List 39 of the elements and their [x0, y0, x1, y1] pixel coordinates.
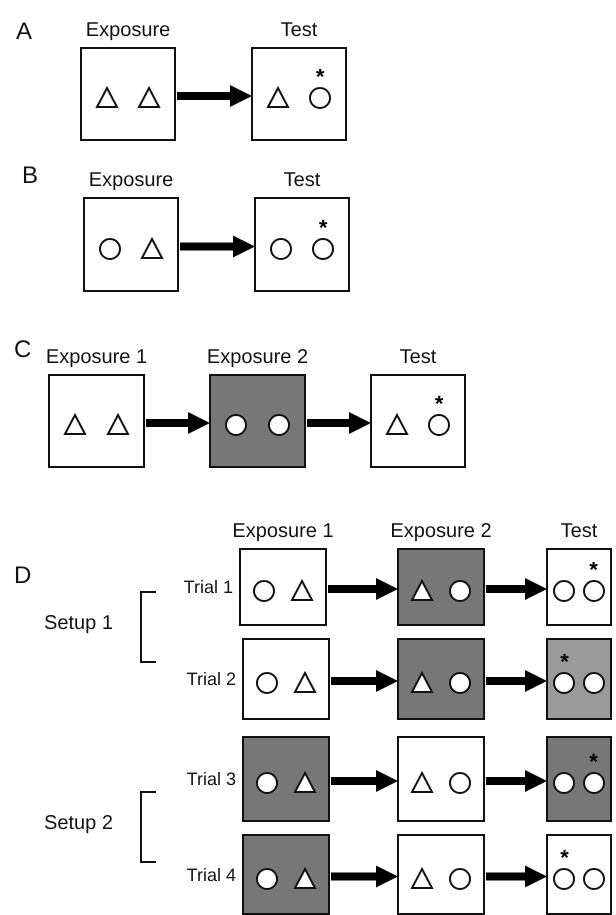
arrow — [486, 866, 547, 888]
column-heading: Test — [400, 346, 436, 369]
column-heading: Test — [284, 169, 320, 192]
asterisk-mark: * — [560, 846, 569, 868]
panel-letter: C — [14, 336, 32, 364]
arrow — [331, 866, 398, 888]
arrow — [307, 412, 371, 434]
arrow — [486, 770, 547, 792]
asterisk-mark: * — [560, 651, 569, 673]
column-heading: Exposure 2 — [390, 520, 492, 543]
column-heading: Test — [280, 19, 318, 42]
arrow — [180, 236, 255, 258]
panel-letter: B — [22, 162, 38, 190]
arrow — [486, 578, 547, 600]
panel-letter: A — [16, 18, 32, 46]
column-heading: Exposure 1 — [46, 346, 148, 369]
column-heading: Exposure — [88, 169, 174, 192]
asterisk-mark: * — [589, 559, 598, 581]
trial-label: Trial 3 — [186, 769, 236, 790]
column-heading: Exposure — [86, 19, 170, 42]
asterisk-mark: * — [318, 216, 328, 238]
panel-letter: D — [14, 562, 32, 590]
asterisk-mark: * — [434, 393, 444, 415]
arrow — [146, 412, 210, 434]
arrow — [177, 85, 252, 107]
asterisk-mark: * — [316, 66, 324, 88]
setup-label: Setup 1 — [44, 612, 113, 635]
column-heading: Exposure 1 — [232, 520, 334, 543]
arrow — [331, 770, 398, 792]
setup-label: Setup 2 — [44, 812, 113, 835]
column-heading: Test — [560, 520, 598, 543]
arrow — [486, 670, 547, 692]
column-heading: Exposure 2 — [206, 346, 308, 369]
trial-label: Trial 4 — [186, 864, 236, 886]
arrow — [328, 578, 398, 600]
asterisk-mark: * — [589, 751, 598, 773]
trial-label: Trial 1 — [184, 577, 233, 598]
trial-label: Trial 2 — [186, 669, 236, 690]
arrow — [331, 670, 398, 692]
